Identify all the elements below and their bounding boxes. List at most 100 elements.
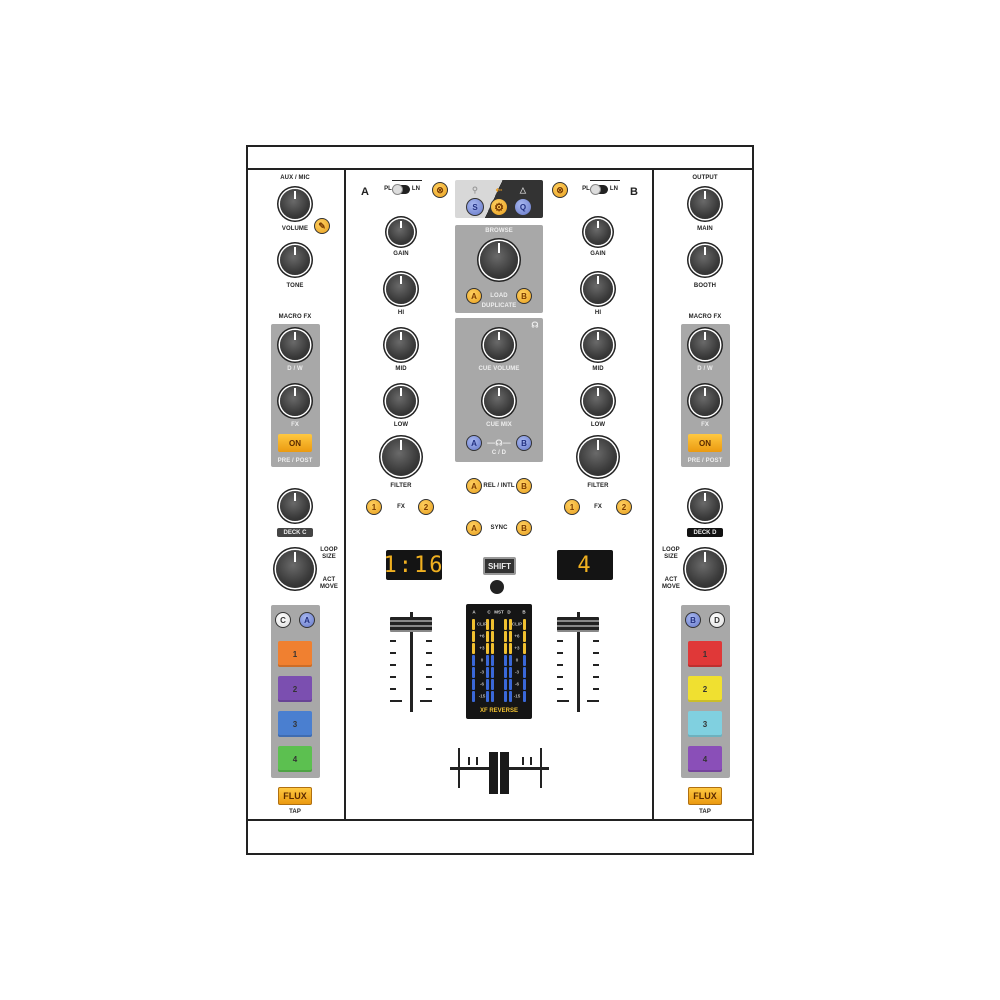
pad-4[interactable]: 4 — [278, 746, 312, 772]
dw-label: D / W — [697, 366, 713, 372]
low-label: LOW — [393, 422, 409, 428]
sync-label: SYNC — [490, 525, 508, 531]
macro-dw-knob[interactable] — [280, 330, 310, 360]
snap-button[interactable]: S — [466, 198, 484, 216]
cue-volume-knob-indicator — [498, 332, 500, 341]
load-b-button[interactable]: B — [516, 288, 532, 304]
fader-tick — [593, 640, 599, 642]
dw-label: D / W — [287, 366, 303, 372]
fx-label: FX — [397, 504, 405, 510]
gain-knob[interactable] — [585, 219, 611, 245]
filter-knob[interactable] — [579, 438, 617, 476]
pad-2[interactable]: 2 — [688, 676, 722, 702]
loop-move-encoder[interactable] — [276, 550, 314, 588]
shift-button[interactable]: SHIFT — [483, 557, 516, 575]
settings-button[interactable]: ⚙ — [490, 198, 508, 216]
phono-line-toggle[interactable] — [590, 184, 608, 195]
flux-button[interactable]: FLUX — [278, 787, 312, 805]
browse-encoder[interactable] — [480, 241, 518, 279]
cue-mix-knob[interactable] — [484, 386, 514, 416]
pad-2[interactable]: 2 — [278, 676, 312, 702]
cue-volume-knob[interactable] — [484, 330, 514, 360]
pl-label: PL — [582, 186, 590, 192]
fader-tick — [390, 688, 396, 690]
fx2-button[interactable]: 2 — [418, 499, 434, 515]
meter-segment — [523, 679, 526, 690]
rel-intl-a-button[interactable]: A — [466, 478, 482, 494]
deck-knob[interactable] — [690, 491, 720, 521]
pad-1[interactable]: 1 — [278, 641, 312, 667]
deck-select-button[interactable]: C — [275, 612, 291, 628]
mid-label: MID — [395, 366, 407, 372]
deck-select-button[interactable]: B — [685, 612, 701, 628]
deck-select-button[interactable]: D — [709, 612, 725, 628]
meter-segment — [504, 679, 507, 690]
fx1-button[interactable]: 1 — [366, 499, 382, 515]
meter-level-label: -15 — [513, 693, 521, 699]
deck-power-button[interactable]: ⊗ — [552, 182, 568, 198]
mic-button[interactable]: ✎ — [314, 218, 330, 234]
meter-segment — [504, 667, 507, 678]
sync-a-button[interactable]: A — [466, 520, 482, 536]
deck-power-button[interactable]: ⊗ — [432, 182, 448, 198]
pad-3[interactable]: 3 — [688, 711, 722, 737]
filter-knob-indicator — [400, 440, 402, 451]
hi-eq-knob[interactable] — [386, 274, 416, 304]
low-eq-knob[interactable] — [583, 386, 613, 416]
meter-segment — [523, 655, 526, 666]
tone-knob[interactable] — [280, 245, 310, 275]
bottom-divider — [246, 819, 754, 821]
pad-3[interactable]: 3 — [278, 711, 312, 737]
pad-4[interactable]: 4 — [688, 746, 722, 772]
toggle-thumb[interactable] — [392, 184, 403, 195]
filter-knob[interactable] — [382, 438, 420, 476]
loop-move-encoder[interactable] — [686, 550, 724, 588]
rel-intl-b-button[interactable]: B — [516, 478, 532, 494]
gain-knob[interactable] — [388, 219, 414, 245]
deck-select-button[interactable]: A — [299, 612, 315, 628]
main-volume-knob[interactable] — [690, 189, 720, 219]
fx1-button[interactable]: 1 — [564, 499, 580, 515]
pre-post-label: PRE / POST — [277, 458, 313, 464]
meter-segment — [509, 631, 512, 642]
fx2-button[interactable]: 2 — [616, 499, 632, 515]
toggle-thumb[interactable] — [590, 184, 601, 195]
fader-tick — [593, 676, 599, 678]
cue-b-button[interactable]: B — [516, 435, 532, 451]
cue-a-button[interactable]: A — [466, 435, 482, 451]
macro-dw-knob[interactable] — [690, 330, 720, 360]
channel-fader-cap[interactable] — [390, 617, 432, 632]
hi-eq-knob[interactable] — [583, 274, 613, 304]
mid-eq-knob[interactable] — [386, 330, 416, 360]
deck-letter: B — [629, 186, 639, 198]
macro-on-button[interactable]: ON — [278, 434, 312, 452]
gain-label: GAIN — [590, 251, 606, 257]
deck-knob[interactable] — [280, 491, 310, 521]
macro-on-button[interactable]: ON — [688, 434, 722, 452]
fader-tick — [557, 652, 563, 654]
loop-label: LOOP — [662, 547, 680, 553]
low-eq-knob[interactable] — [386, 386, 416, 416]
sync-b-button[interactable]: B — [516, 520, 532, 536]
booth-knob[interactable] — [690, 245, 720, 275]
macro-fx-knob[interactable] — [690, 386, 720, 416]
fader-tick — [426, 688, 432, 690]
crossfader-cap-line — [498, 748, 500, 794]
load-a-button[interactable]: A — [466, 288, 482, 304]
channel-fader-cap[interactable] — [557, 617, 599, 632]
flux-button[interactable]: FLUX — [688, 787, 722, 805]
macro-fx-knob[interactable] — [280, 386, 310, 416]
pad-1[interactable]: 1 — [688, 641, 722, 667]
low-eq-knob-indicator — [597, 388, 599, 397]
meter-segment — [504, 691, 507, 702]
phono-line-toggle[interactable] — [392, 184, 410, 195]
browse-encoder-indicator — [498, 243, 500, 254]
aux-volume-knob[interactable] — [280, 189, 310, 219]
crossfader-tick — [458, 748, 460, 788]
mid-eq-knob[interactable] — [583, 330, 613, 360]
microphone-icon: ✎ — [318, 220, 326, 231]
quantize-button[interactable]: Q — [514, 198, 532, 216]
filter-label: FILTER — [390, 483, 412, 489]
